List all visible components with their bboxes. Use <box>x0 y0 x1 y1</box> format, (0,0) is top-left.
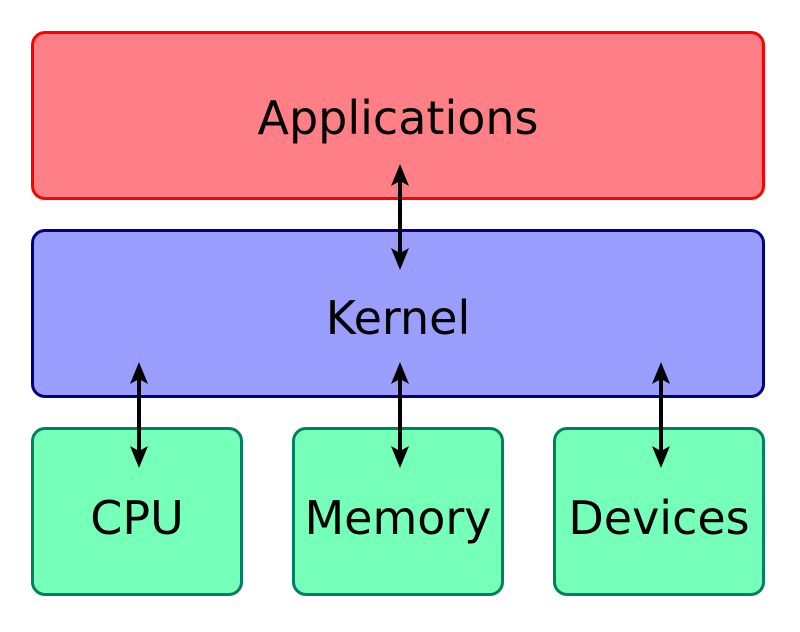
applications-layer: Applications <box>31 31 765 200</box>
applications-label: Applications <box>257 90 539 145</box>
memory-label: Memory <box>304 490 492 545</box>
kernel-label: Kernel <box>325 290 471 345</box>
devices-label: Devices <box>568 490 750 545</box>
cpu-label: CPU <box>90 490 184 545</box>
memory-box: Memory <box>292 427 504 596</box>
devices-box: Devices <box>553 427 765 596</box>
cpu-box: CPU <box>31 427 243 596</box>
kernel-layer: Kernel <box>31 229 765 398</box>
